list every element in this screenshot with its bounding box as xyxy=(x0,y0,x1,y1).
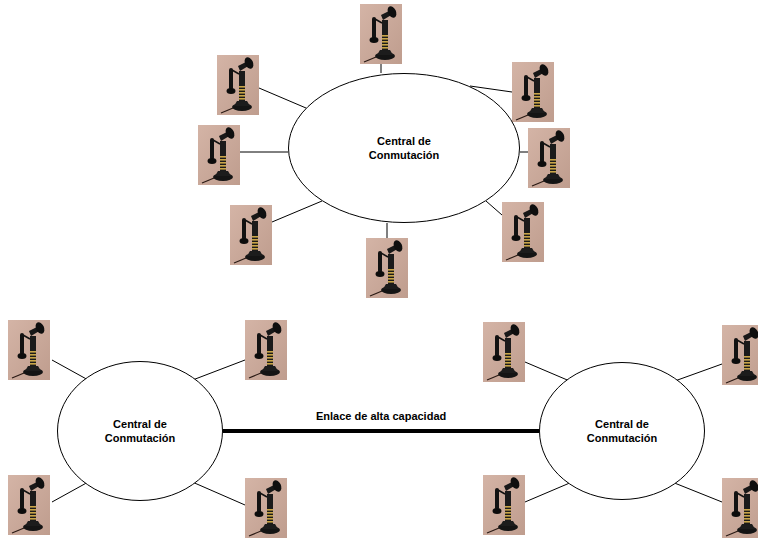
trunk-link xyxy=(223,429,539,433)
phone-line xyxy=(52,481,90,502)
phone-line xyxy=(272,201,322,222)
phone-lines xyxy=(52,64,722,505)
phone-line xyxy=(486,201,502,215)
phone-line xyxy=(672,482,722,502)
telephone-icon xyxy=(722,478,758,538)
phone-line xyxy=(672,364,722,382)
telephone-icon xyxy=(230,205,272,265)
phone-line xyxy=(525,482,572,502)
telephone-icon xyxy=(8,320,50,380)
ellipse-outline xyxy=(288,73,520,223)
node-label: Central de Conmutación xyxy=(88,417,192,445)
telephone-icon xyxy=(483,322,525,382)
node-label: Central de Conmutación xyxy=(352,134,456,162)
ellipse-outline xyxy=(57,361,223,501)
phone-line xyxy=(520,152,528,153)
link-label: Enlace de alta capacidad xyxy=(314,410,448,423)
telephone-icon xyxy=(360,4,402,64)
telephone-icon xyxy=(8,475,50,535)
phone-line xyxy=(525,362,572,382)
telephone-icon xyxy=(512,62,554,122)
telephone-icon xyxy=(722,325,758,385)
telephone-icon xyxy=(483,475,525,535)
phone-line xyxy=(190,481,245,505)
telephone-icon xyxy=(245,320,287,380)
phone-line xyxy=(190,360,245,381)
node-label: Central de Conmutación xyxy=(570,417,674,445)
telephone-icon xyxy=(528,128,570,188)
telephone-icon xyxy=(245,478,287,538)
node-content: Central de Conmutación xyxy=(288,73,520,223)
phone-line xyxy=(381,64,382,73)
phone-line xyxy=(52,360,90,381)
telephone-icon xyxy=(217,55,259,115)
phone-line xyxy=(240,152,288,153)
phone-line xyxy=(387,223,388,238)
node-content: Central de Conmutación xyxy=(57,361,223,501)
phone-line xyxy=(259,88,306,108)
telephone-icon xyxy=(198,125,240,185)
telephone-icon xyxy=(366,238,408,298)
switching-center: Central de Conmutación xyxy=(539,362,705,500)
switching-center: Central de Conmutación xyxy=(57,361,223,501)
telephone-icon xyxy=(502,202,544,262)
switching-center: Central de Conmutación xyxy=(288,73,520,223)
ellipse-outline xyxy=(539,362,705,500)
node-content: Central de Conmutación xyxy=(539,362,705,500)
